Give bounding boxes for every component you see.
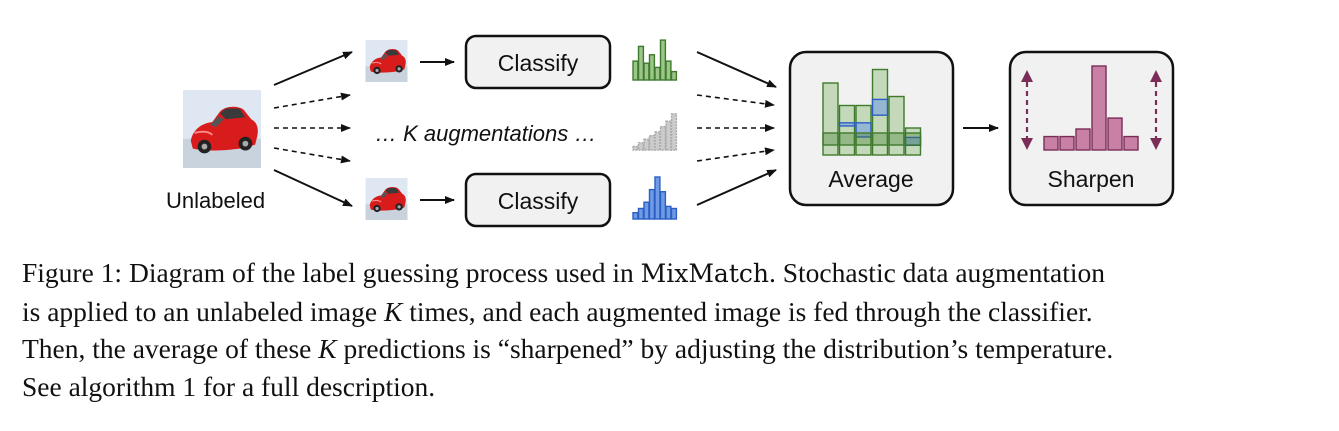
dashed-arrow-avg-1 bbox=[696, 94, 775, 108]
figure-label: Figure 1: bbox=[22, 257, 123, 288]
caption-text: Diagram of the label guessing process us… bbox=[122, 257, 641, 288]
histogram-bar bbox=[654, 176, 661, 220]
unlabeled-car-image bbox=[182, 90, 262, 168]
mixmatch-name: MixMatch bbox=[640, 259, 769, 288]
average-bar bbox=[822, 82, 839, 156]
average-bar-segment bbox=[822, 132, 839, 146]
prediction-histogram-green bbox=[632, 39, 678, 81]
sharpen-bar bbox=[1075, 128, 1091, 151]
classify-box-top: Classify bbox=[464, 34, 612, 90]
average-histogram bbox=[822, 68, 922, 156]
dashed-arrow-avg-3 bbox=[696, 147, 775, 162]
arrow-to-augment-1 bbox=[273, 51, 353, 86]
average-bar bbox=[888, 95, 905, 156]
sharpen-bar bbox=[1107, 117, 1123, 151]
histogram-bar bbox=[665, 60, 672, 81]
histogram-bar bbox=[670, 113, 678, 151]
histogram-bar bbox=[665, 205, 672, 220]
average-label: Average bbox=[828, 166, 913, 192]
histogram-bar bbox=[659, 39, 667, 81]
histogram-bar bbox=[670, 70, 678, 81]
histogram-bar bbox=[659, 190, 667, 220]
caption-line-1: Figure 1: Diagram of the label guessing … bbox=[22, 254, 1322, 293]
k-symbol: K bbox=[383, 295, 403, 327]
augmented-car-image-top bbox=[364, 40, 409, 82]
sharpen-bar bbox=[1043, 135, 1059, 151]
k-augmentations-label: … K augmentations … bbox=[375, 121, 596, 146]
figure-caption: Figure 1: Diagram of the label guessing … bbox=[22, 254, 1322, 405]
histogram-bar bbox=[654, 66, 661, 81]
sharpen-bar bbox=[1059, 135, 1075, 151]
histogram-bar bbox=[665, 120, 672, 151]
k-symbol: K bbox=[318, 333, 337, 364]
caption-line-3: Then, the average of these K predictions… bbox=[22, 330, 1322, 368]
caption-line-4: See algorithm 1 for a full description. bbox=[22, 370, 436, 402]
histogram-bar bbox=[648, 188, 656, 220]
caption-text: times, and each augmented image is fed t… bbox=[402, 295, 1093, 327]
histogram-bar bbox=[637, 207, 645, 220]
histogram-bar bbox=[637, 45, 645, 81]
dashed-arrow-3 bbox=[273, 147, 351, 164]
sharpen-bar bbox=[1091, 65, 1107, 151]
dashed-arrow-1 bbox=[273, 92, 351, 109]
caption-line-2: is applied to an unlabeled image K times… bbox=[22, 293, 1322, 331]
caption-text: Then, the average of these bbox=[22, 333, 319, 364]
histogram-bar bbox=[670, 207, 678, 220]
caption-text: . Stochastic data augmentation bbox=[769, 257, 1106, 288]
sharpen-label: Sharpen bbox=[1048, 166, 1135, 192]
unlabeled-label: Unlabeled bbox=[166, 188, 265, 213]
average-box: Average bbox=[788, 50, 955, 207]
average-bar bbox=[838, 104, 856, 156]
histogram-bar bbox=[643, 201, 650, 220]
histogram-bar bbox=[632, 211, 639, 220]
histogram-bar bbox=[632, 145, 639, 151]
histogram-bar bbox=[632, 60, 639, 81]
classify-box-bottom: Classify bbox=[464, 172, 612, 228]
augmented-car-image-bottom bbox=[364, 178, 409, 220]
arrow-to-augment-2 bbox=[273, 169, 353, 207]
arrow-to-average-2 bbox=[696, 169, 777, 206]
sharpen-arrow-right-icon bbox=[1150, 70, 1162, 150]
average-bar-segment bbox=[838, 132, 856, 146]
caption-text: predictions is “sharpened” by adjusting … bbox=[336, 333, 1114, 364]
sharpen-histogram bbox=[1043, 65, 1139, 151]
average-bar-segment bbox=[888, 132, 905, 146]
histogram-bar bbox=[648, 54, 656, 81]
label-guessing-diagram: Unlabeled Classify Classify … K augmenta… bbox=[166, 34, 1175, 228]
arrow-to-average-1 bbox=[696, 51, 777, 88]
histogram-bar bbox=[654, 131, 661, 151]
average-bar-segment bbox=[904, 132, 922, 146]
classify-label-bottom: Classify bbox=[498, 188, 579, 214]
histogram-bar bbox=[648, 134, 656, 151]
histogram-bar bbox=[659, 125, 667, 151]
average-bar-blue bbox=[871, 98, 889, 116]
caption-text: is applied to an unlabeled image bbox=[22, 295, 384, 327]
sharpen-box: Sharpen bbox=[1008, 50, 1175, 207]
histogram-bar bbox=[643, 138, 650, 151]
classify-label-top: Classify bbox=[498, 50, 579, 76]
sharpen-bar bbox=[1123, 135, 1139, 151]
prediction-histogram-gray bbox=[632, 113, 678, 151]
sharpen-arrow-left-icon bbox=[1021, 70, 1033, 150]
average-bar-segment bbox=[855, 132, 872, 146]
prediction-histogram-blue bbox=[632, 176, 678, 220]
average-bar-segment bbox=[871, 132, 889, 146]
average-bar-blue bbox=[838, 122, 856, 127]
histogram-bar bbox=[637, 142, 645, 151]
histogram-bar bbox=[643, 62, 650, 81]
